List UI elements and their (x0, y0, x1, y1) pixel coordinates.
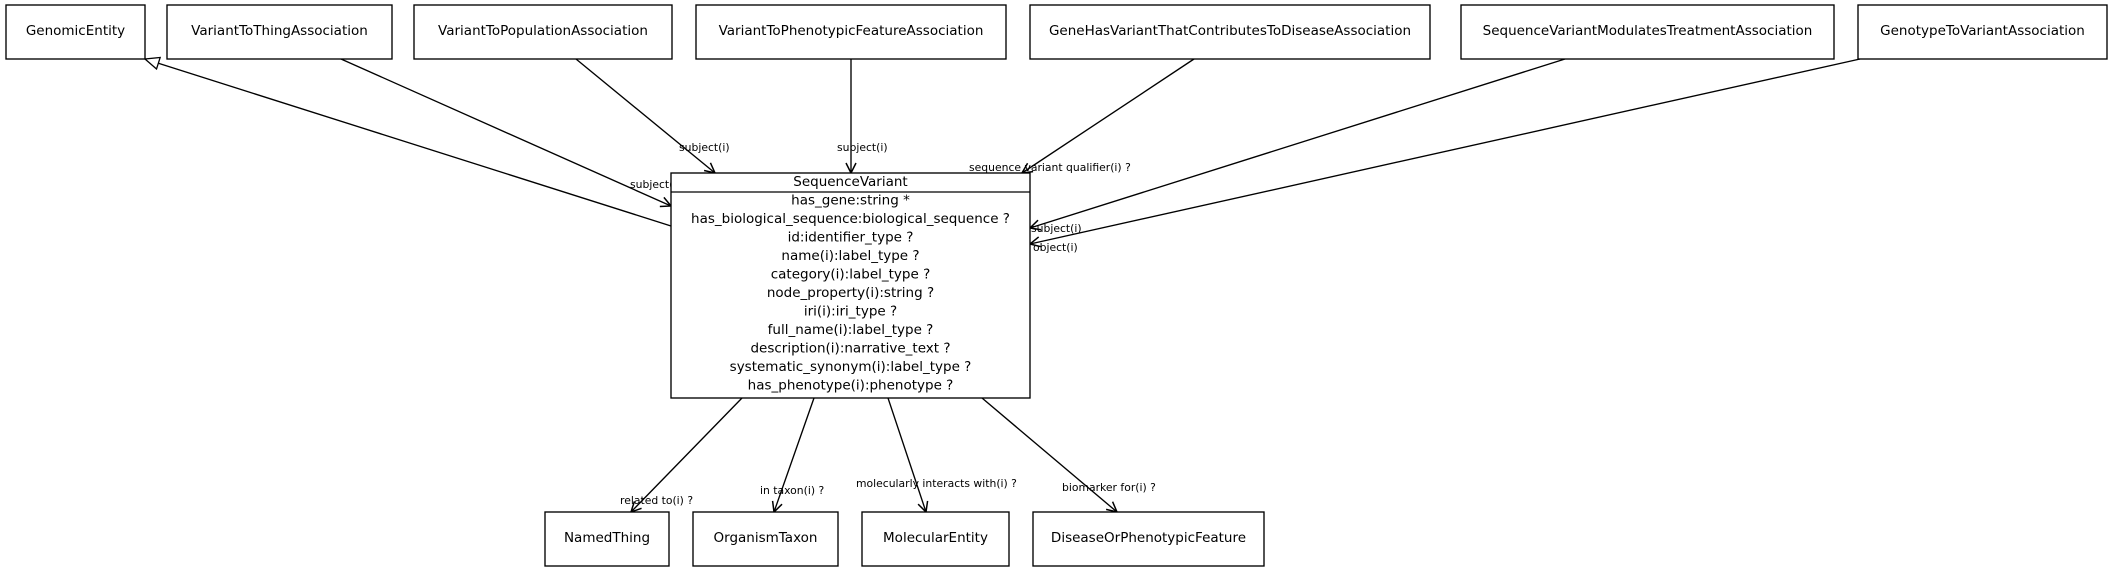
edge-label-variant-to-thing: subject(i) (630, 178, 681, 191)
attribute-category: category(i):label_type ? (771, 267, 931, 283)
node-label: GenotypeToVariantAssociation (1880, 23, 2085, 39)
edge-label-related-to: related to(i) ? (620, 494, 693, 507)
edge-variant-to-population (575, 58, 715, 173)
edge-label-molecularly-interacts-with: molecularly interacts with(i) ? (856, 477, 1017, 490)
edge-is-a-genomic-entity (145, 59, 672, 227)
edge-label-genotype-to-variant: object(i) (1033, 241, 1078, 254)
node-label: GeneHasVariantThatContributesToDiseaseAs… (1049, 23, 1411, 39)
edge-in-taxon (774, 397, 815, 512)
edge-genotype-to-variant (1030, 58, 1861, 244)
edge-label-gene-has-variant: sequence variant qualifier(i) ? (969, 161, 1131, 174)
edge-labels: subject(i) subject(i) subject(i) sequenc… (620, 141, 1156, 507)
node-gene-has-variant-association[interactable]: GeneHasVariantThatContributesToDiseaseAs… (1029, 4, 1431, 60)
attribute-name: name(i):label_type ? (781, 248, 919, 264)
node-label: MolecularEntity (883, 530, 988, 546)
edge-gene-has-variant (1022, 58, 1195, 173)
node-label: NamedThing (564, 530, 650, 546)
attribute-id: id:identifier_type ? (788, 230, 914, 246)
node-sequence-variant-modulates-treatment-association[interactable]: SequenceVariantModulatesTreatmentAssocia… (1460, 4, 1835, 60)
edge-label-variant-to-population: subject(i) (679, 141, 730, 154)
attribute-has-phenotype: has_phenotype(i):phenotype ? (748, 378, 954, 394)
node-variant-to-phenotypic-feature-association[interactable]: VariantToPhenotypicFeatureAssociation (695, 4, 1007, 60)
node-genotype-to-variant-association[interactable]: GenotypeToVariantAssociation (1857, 4, 2108, 60)
node-label: VariantToPopulationAssociation (438, 23, 648, 39)
edge-biomarker-for (981, 397, 1117, 512)
attribute-description: description(i):narrative_text ? (750, 341, 950, 357)
edges (145, 58, 1861, 512)
node-label: VariantToThingAssociation (191, 23, 368, 39)
node-label: OrganismTaxon (714, 530, 818, 546)
node-disease-or-phenotypic-feature[interactable]: DiseaseOrPhenotypicFeature (1032, 511, 1265, 567)
edge-sequence-variant-modulates (1030, 58, 1566, 228)
class-name: SequenceVariant (793, 174, 907, 190)
edge-molecularly-interacts-with (887, 397, 926, 512)
edge-variant-to-thing (340, 58, 671, 206)
edge-related-to (631, 397, 743, 512)
node-genomic-entity[interactable]: GenomicEntity (5, 4, 146, 60)
class-attributes: has_gene:string * has_biological_sequenc… (691, 193, 1010, 394)
node-organism-taxon[interactable]: OrganismTaxon (692, 511, 839, 567)
edge-label-biomarker-for: biomarker for(i) ? (1062, 481, 1156, 494)
attribute-systematic-synonym: systematic_synonym(i):label_type ? (730, 359, 972, 375)
node-named-thing[interactable]: NamedThing (544, 511, 670, 567)
attribute-has-biological-sequence: has_biological_sequence:biological_seque… (691, 211, 1010, 227)
attribute-node-property: node_property(i):string ? (767, 285, 934, 301)
attribute-has-gene: has_gene:string * (791, 193, 910, 209)
node-label: DiseaseOrPhenotypicFeature (1051, 530, 1246, 546)
node-label: SequenceVariantModulatesTreatmentAssocia… (1483, 23, 1813, 39)
attribute-iri: iri(i):iri_type ? (804, 304, 897, 320)
attribute-full-name: full_name(i):label_type ? (768, 322, 934, 338)
node-variant-to-thing-association[interactable]: VariantToThingAssociation (166, 4, 393, 60)
node-label: GenomicEntity (26, 23, 125, 39)
edge-label-sequence-variant-modulates: subject(i) (1031, 222, 1082, 235)
node-molecular-entity[interactable]: MolecularEntity (861, 511, 1010, 567)
edge-label-variant-to-phenotypic-feature: subject(i) (837, 141, 888, 154)
node-label: VariantToPhenotypicFeatureAssociation (719, 23, 984, 39)
edge-label-in-taxon: in taxon(i) ? (760, 484, 824, 497)
node-variant-to-population-association[interactable]: VariantToPopulationAssociation (413, 4, 673, 60)
class-sequence-variant[interactable]: SequenceVariant has_gene:string * has_bi… (670, 172, 1031, 399)
